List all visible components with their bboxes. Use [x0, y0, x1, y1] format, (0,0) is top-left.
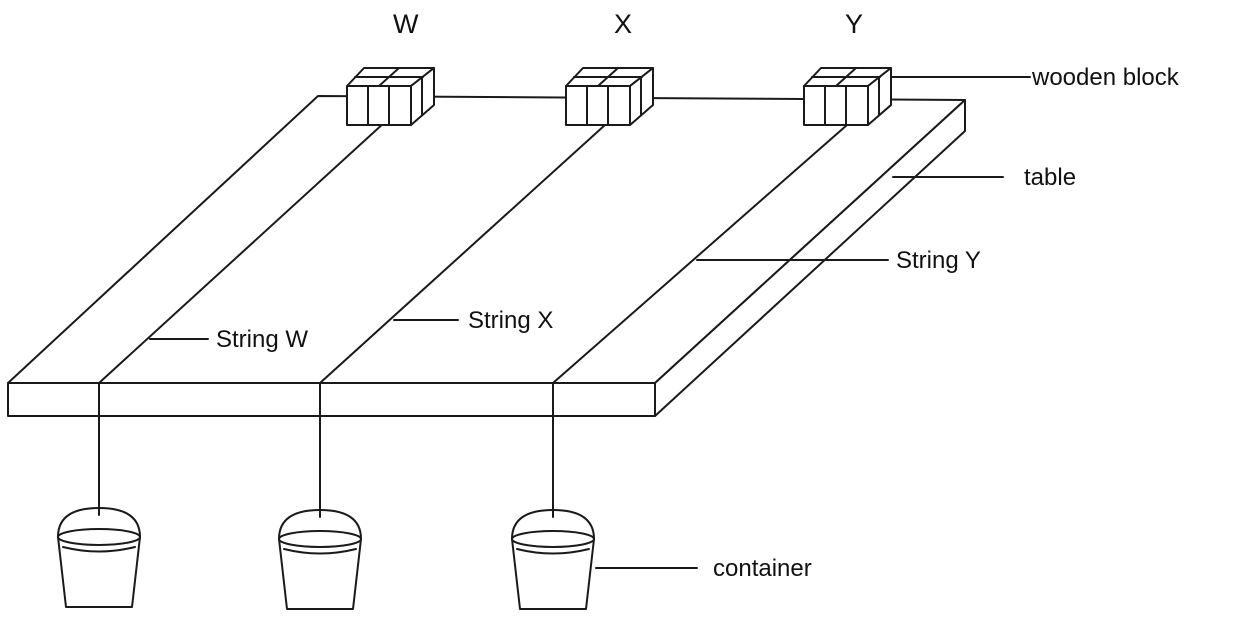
- table-side-edge: [654, 99, 966, 417]
- container-y: [511, 509, 595, 610]
- strings: [98, 121, 848, 518]
- string-w: [98, 121, 386, 384]
- string-x: [319, 124, 606, 384]
- label-container: container: [713, 555, 812, 582]
- wooden-block-x: [565, 67, 654, 126]
- wooden-block-y: [803, 67, 892, 126]
- container-x: [278, 509, 362, 610]
- leader-lines: [149, 76, 1031, 569]
- label-string-x: String X: [468, 307, 553, 334]
- header-y: Y: [845, 9, 863, 39]
- label-table: table: [1024, 164, 1076, 191]
- label-string-w: String W: [216, 326, 308, 353]
- container-w: [57, 507, 141, 608]
- table-front-edge: [7, 382, 656, 417]
- string-y: [552, 124, 848, 384]
- label-wooden-block: wooden block: [1031, 64, 1180, 91]
- wooden-block-w: [346, 67, 435, 126]
- table: [7, 95, 966, 417]
- header-w: W: [393, 9, 419, 39]
- header-x: X: [614, 9, 632, 39]
- label-string-y: String Y: [896, 247, 981, 274]
